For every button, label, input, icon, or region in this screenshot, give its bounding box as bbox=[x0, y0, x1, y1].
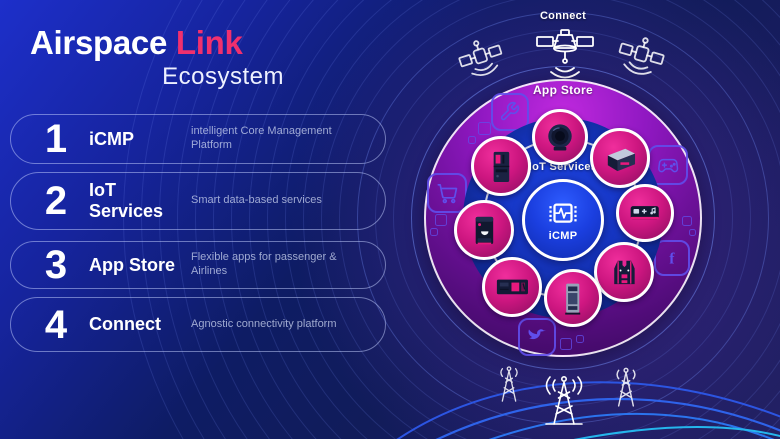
facebook-icon: f bbox=[654, 240, 690, 276]
satellite-icon bbox=[453, 30, 508, 85]
item-description: Flexible apps for passenger & Airlines bbox=[191, 251, 337, 277]
ife-server-box-icon bbox=[607, 148, 635, 171]
brand-primary: Airspace bbox=[30, 24, 168, 61]
satellite-icon bbox=[535, 28, 595, 80]
item-title: IoT Services bbox=[89, 180, 164, 221]
iot-zone-label: IoT Services bbox=[528, 161, 598, 173]
square-decoration bbox=[478, 122, 491, 135]
square-decoration bbox=[689, 229, 696, 236]
item-title: App Store bbox=[89, 254, 176, 275]
item-title: Connect bbox=[89, 314, 161, 335]
list-item-iot-services: 2 IoT Services Smart data-based services bbox=[10, 172, 386, 230]
item-number: 1 bbox=[44, 117, 68, 161]
icmp-core-label: iCMP bbox=[548, 230, 578, 242]
radio-tower-icon bbox=[610, 364, 642, 408]
app-store-zone-label: App Store bbox=[532, 83, 594, 97]
iot-node-camera bbox=[532, 109, 588, 165]
iot-node-galley-monitor bbox=[482, 257, 542, 317]
galley-fridge-icon bbox=[493, 151, 509, 182]
item-title: iCMP bbox=[89, 128, 134, 149]
iot-node-fridge bbox=[471, 136, 531, 196]
galley-monitor-icon bbox=[496, 279, 528, 294]
list-item-app-store: 3 App Store Flexible apps for passenger … bbox=[10, 241, 386, 289]
twitter-icon bbox=[518, 318, 556, 356]
icmp-core: iCMP bbox=[522, 179, 604, 261]
chip-pulse-icon bbox=[549, 203, 577, 223]
media-panel-icon bbox=[630, 206, 660, 220]
life-vest-icon bbox=[613, 260, 635, 284]
shopping-cart-icon bbox=[427, 173, 467, 213]
item-description: Smart data-based services bbox=[191, 194, 322, 207]
square-decoration bbox=[435, 214, 447, 226]
iot-node-server-rack bbox=[544, 269, 602, 327]
brand-subtitle: Ecosystem bbox=[162, 62, 284, 90]
square-decoration bbox=[560, 338, 572, 350]
list-item-icmp: 1 iCMP intelligent Core Management Platf… bbox=[10, 114, 386, 164]
camera-lens-icon bbox=[548, 124, 572, 151]
svg-text:f: f bbox=[669, 251, 675, 268]
satellite-icon bbox=[613, 28, 670, 85]
iot-node-coffee-maker bbox=[454, 200, 514, 260]
coffee-maker-icon bbox=[475, 216, 493, 244]
list-item-connect: 4 Connect Agnostic connectivity platform bbox=[10, 297, 386, 352]
item-number: 4 bbox=[44, 302, 68, 347]
square-decoration bbox=[576, 335, 584, 343]
iot-node-media-panel bbox=[616, 184, 674, 242]
server-rack-icon bbox=[565, 283, 581, 315]
iot-node-server-box bbox=[590, 128, 650, 188]
square-decoration bbox=[682, 216, 692, 226]
brand-accent: Link bbox=[175, 24, 243, 61]
wrench-icon bbox=[491, 93, 529, 131]
radio-tower-icon bbox=[494, 363, 524, 403]
page-title: Airspace Link Ecosystem bbox=[30, 24, 286, 91]
iot-node-life-vest bbox=[594, 242, 654, 302]
item-description: Agnostic connectivity platform bbox=[191, 317, 337, 330]
connect-zone-label: Connect bbox=[539, 10, 587, 22]
radio-tower-icon bbox=[538, 368, 590, 430]
item-description: intelligent Core Management Platform bbox=[191, 125, 332, 151]
square-decoration bbox=[468, 136, 476, 144]
square-decoration bbox=[430, 228, 438, 236]
item-number: 3 bbox=[44, 243, 68, 287]
item-number: 2 bbox=[44, 179, 68, 223]
